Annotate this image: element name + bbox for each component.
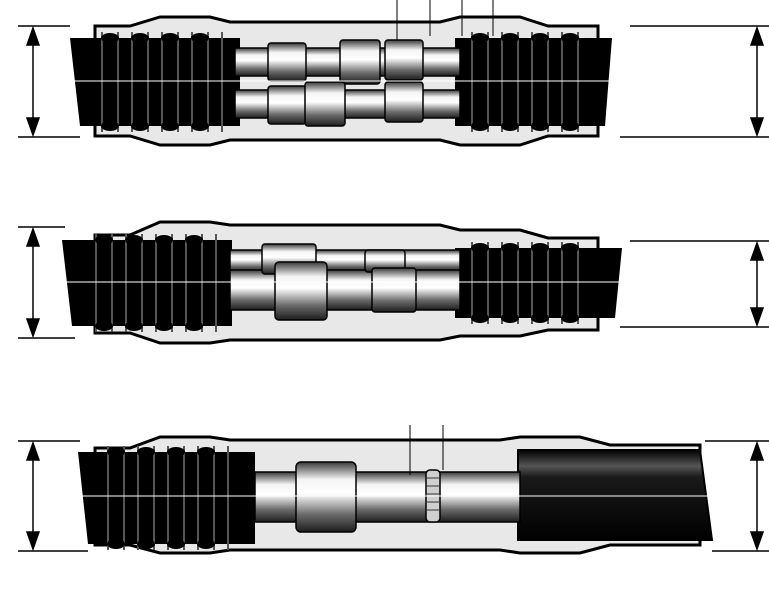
left-corrugated-pipe [78,446,255,550]
dimension-arrow-right [620,240,769,328]
coupling [267,42,307,82]
coupling [274,261,328,321]
panel-1 [18,0,769,147]
inner-steel-pipes [234,39,461,127]
right-corrugated-pipe [455,242,622,324]
coupling [295,461,357,533]
leader-lines [409,425,444,475]
coupling [384,81,424,123]
dimension-arrow-right [620,25,769,138]
panel-3 [18,425,769,555]
coupling [371,267,417,313]
coupling [384,39,424,81]
right-smooth-pipe [517,449,714,541]
dimension-arrow-left [18,440,88,552]
coupling [304,81,346,127]
panel-2 [18,220,769,345]
coupling [267,85,307,125]
left-corrugated-pipe [70,32,240,132]
dimension-arrow-left [18,25,80,138]
leader-lines [396,0,494,40]
coupling [339,39,381,85]
inner-steel-pipe [254,461,521,533]
dimension-arrow-right [705,440,769,552]
inner-steel-pipes [229,243,461,321]
dimension-arrow-left [18,226,75,339]
left-corrugated-pipe [62,234,232,332]
right-corrugated-pipe [455,32,612,132]
